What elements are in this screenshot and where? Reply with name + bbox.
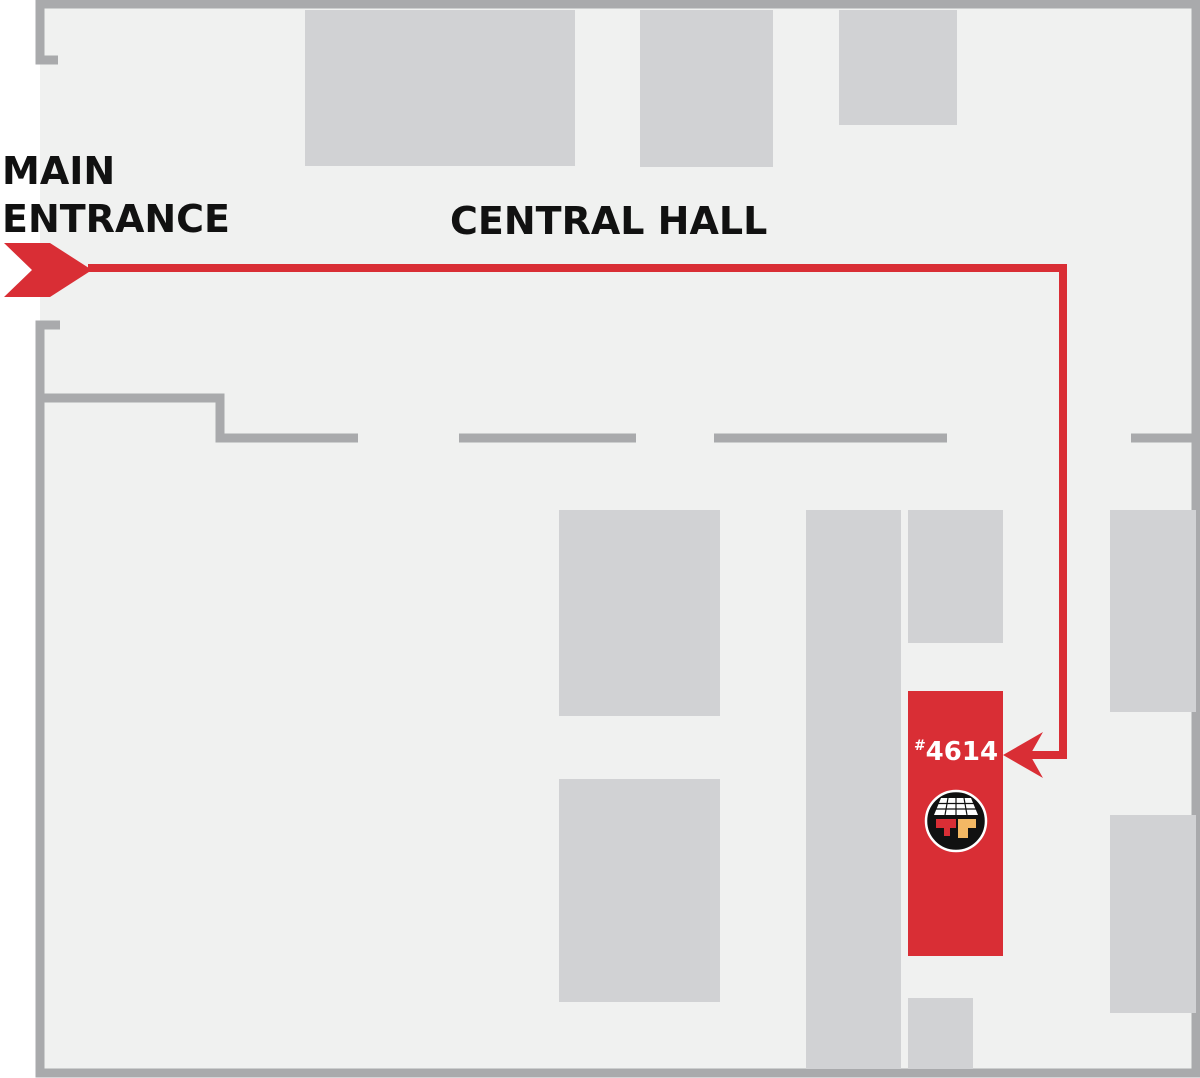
booth-block[interactable] — [1110, 815, 1196, 1013]
booth-block[interactable] — [839, 10, 957, 125]
entrance-label-line2: ENTRANCE — [2, 197, 230, 241]
highlighted-booth[interactable]: #4614 — [908, 691, 1003, 956]
booth-blocks — [305, 10, 1196, 1069]
booth-block[interactable] — [305, 10, 575, 166]
booth-block[interactable] — [908, 510, 1003, 643]
booth-block[interactable] — [559, 779, 720, 1002]
hall-wall-left — [40, 393, 358, 443]
booth-block[interactable] — [908, 998, 973, 1069]
hall-wall — [40, 393, 1196, 443]
booth-number: #4614 — [914, 737, 998, 767]
booth-block[interactable] — [640, 10, 773, 167]
solar-panel-logo-icon — [924, 789, 988, 853]
hall-label: CENTRAL HALL — [450, 199, 767, 243]
booth-number-value: 4614 — [926, 737, 998, 767]
route-arrowhead-icon — [1003, 732, 1043, 778]
booth-block[interactable] — [806, 510, 901, 1069]
entrance-chevron-icon — [4, 243, 92, 297]
booth-block[interactable] — [559, 510, 720, 716]
booth-block[interactable] — [1110, 510, 1196, 712]
booth-hash: # — [914, 738, 926, 754]
wall-top-left — [35, 0, 1200, 440]
entrance-label-line1: MAIN — [2, 149, 115, 193]
route-line — [88, 264, 1067, 759]
route-arrow — [88, 264, 1067, 778]
